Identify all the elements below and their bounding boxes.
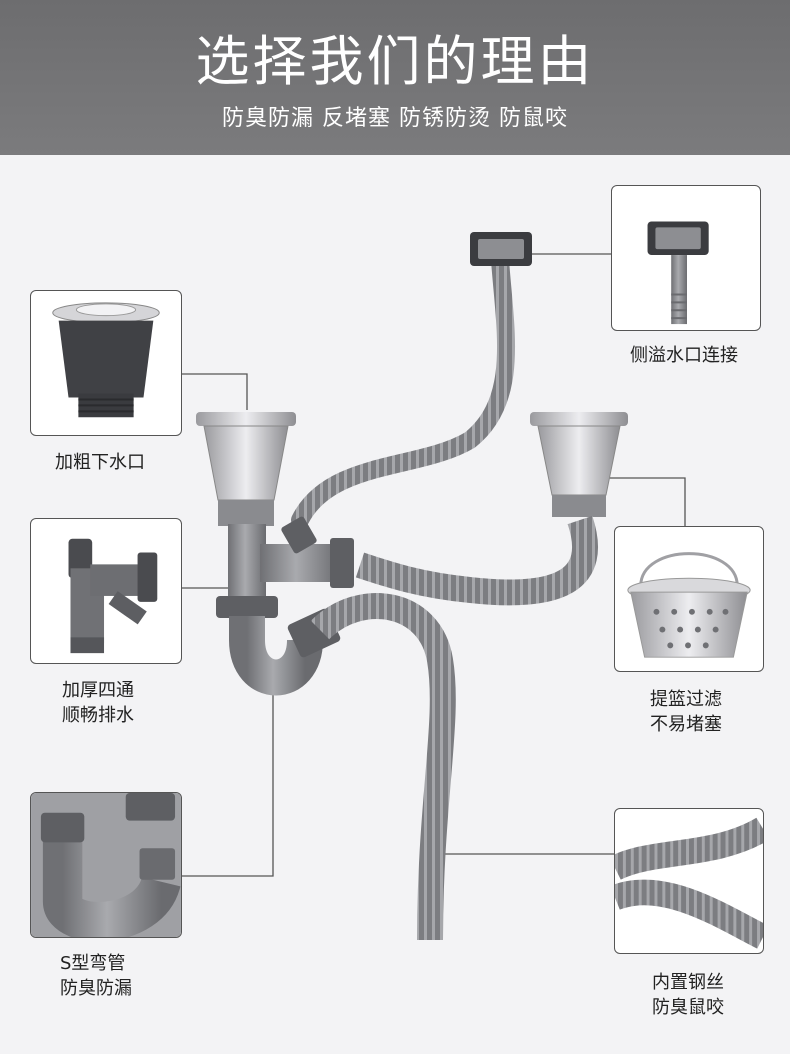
feature-label-hose: 内置钢丝 防臭鼠咬: [652, 972, 724, 1018]
overflow-connector-icon: [647, 221, 709, 325]
feature-card-overflow: [611, 185, 761, 331]
drain-strainer-icon: [52, 302, 160, 418]
strainer-basket-icon: [627, 552, 751, 658]
feature-card-basket: [614, 526, 764, 672]
feature-label-sbend: S型弯管 防臭防漏: [60, 953, 132, 999]
steel-wire-hose-icon: [615, 817, 763, 949]
feature-card-sbend: [30, 792, 182, 938]
callout-lines: [182, 253, 686, 877]
feature-label-overflow: 侧溢水口连接: [630, 345, 738, 366]
feature-card-drain: [30, 290, 182, 436]
page-title: 选择我们的理由: [195, 30, 595, 93]
s-bend-pipe-icon: [31, 793, 181, 937]
four-way-connector-icon: [68, 538, 158, 654]
feature-card-hose: [614, 808, 764, 954]
page-subtitle: 防臭防漏 反堵塞 防锈防烫 防鼠咬: [222, 106, 568, 131]
header-banner: 选择我们的理由 防臭防漏 反堵塞 防锈防烫 防鼠咬: [0, 0, 790, 155]
feature-label-basket: 提篮过滤 不易堵塞: [650, 689, 722, 735]
feature-label-tee: 加厚四通 顺畅排水: [62, 680, 134, 726]
feature-label-drain: 加粗下水口: [55, 452, 145, 473]
feature-card-tee: [30, 518, 182, 664]
